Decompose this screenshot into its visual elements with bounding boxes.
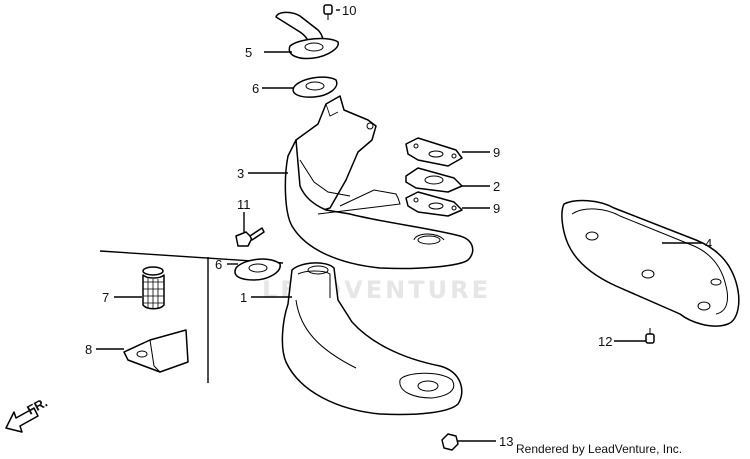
part-8-bracket[interactable] bbox=[123, 329, 189, 373]
front-arrow: FR. bbox=[5, 395, 50, 433]
callout-3: 3 bbox=[237, 166, 244, 181]
part-3-cover[interactable] bbox=[284, 95, 474, 270]
part-9-gasket-upper[interactable] bbox=[405, 137, 463, 167]
callout-7: 7 bbox=[102, 290, 109, 305]
part-12-screw[interactable] bbox=[323, 4, 333, 20]
callout-6-upper: 6 bbox=[252, 81, 259, 96]
credit-text: Rendered by LeadVenture, Inc. bbox=[516, 442, 682, 456]
part-7-strainer[interactable] bbox=[142, 266, 165, 310]
callout-9-upper: 9 bbox=[493, 145, 500, 160]
callout-9-lower: 9 bbox=[493, 201, 500, 216]
part-1-lower-cover[interactable] bbox=[281, 262, 463, 416]
callout-5: 5 bbox=[245, 45, 252, 60]
part-11-screw[interactable] bbox=[645, 328, 655, 344]
part-9-gasket-lower[interactable] bbox=[405, 191, 463, 217]
callout-13: 13 bbox=[499, 434, 513, 449]
part-4-tray[interactable] bbox=[561, 199, 740, 327]
callout-12: 10 bbox=[342, 3, 356, 18]
part-13-nut[interactable] bbox=[441, 433, 459, 451]
callout-8: 8 bbox=[85, 342, 92, 357]
callout-1: 1 bbox=[240, 290, 247, 305]
callout-4: 4 bbox=[705, 236, 712, 251]
part-2-gasket[interactable] bbox=[405, 167, 463, 193]
part-6-gasket-lower[interactable] bbox=[234, 258, 281, 281]
callout-2: 2 bbox=[493, 179, 500, 194]
part-6-gasket-upper[interactable] bbox=[292, 76, 338, 98]
callout-11: 12 bbox=[598, 334, 612, 349]
part-10-bolt[interactable] bbox=[235, 227, 265, 247]
front-arrow-icon bbox=[5, 407, 39, 433]
callout-labels: 10 5 6 3 9 2 9 11 4 6 7 1 8 12 13 bbox=[85, 3, 712, 449]
callout-6-lower: 6 bbox=[215, 257, 222, 272]
part-5-pipe[interactable] bbox=[275, 11, 339, 60]
leader-lines bbox=[96, 9, 702, 442]
callout-10: 11 bbox=[237, 197, 251, 212]
